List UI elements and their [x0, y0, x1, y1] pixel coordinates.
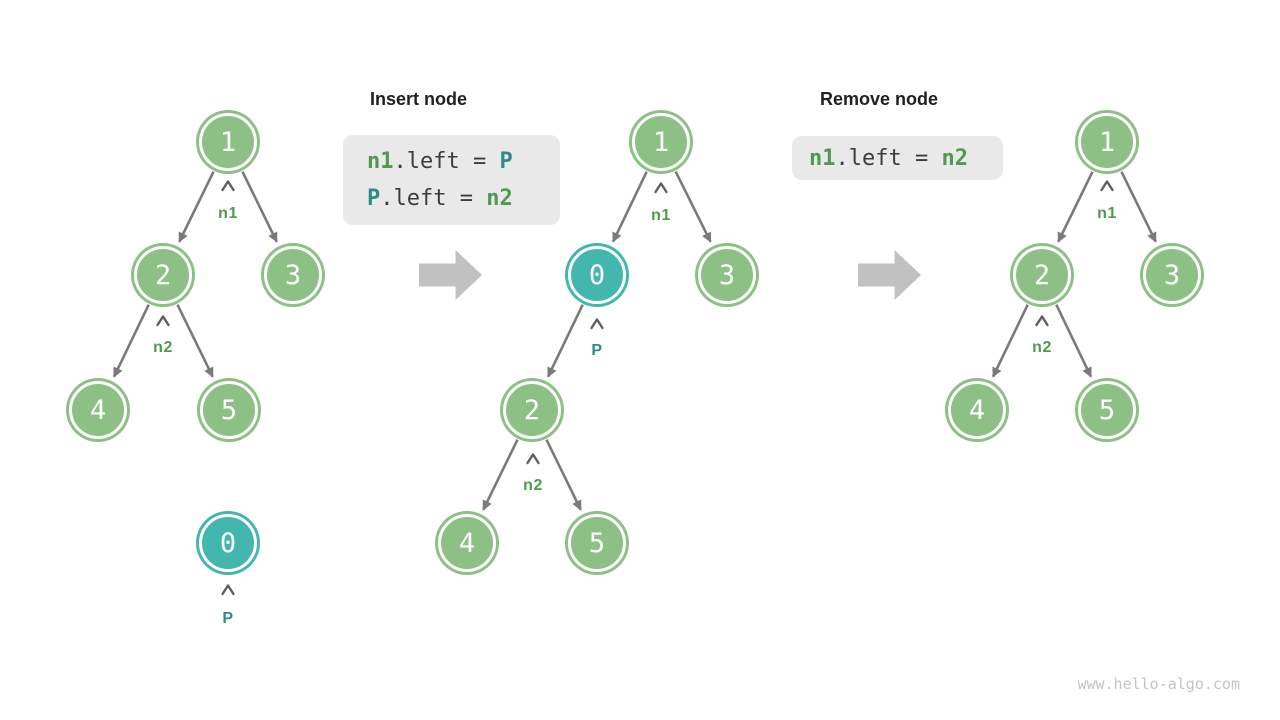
pointer-label-n2: n2 [153, 339, 173, 356]
pointer-label-n1: n1 [218, 205, 238, 222]
pointer-label-n2: n2 [1032, 339, 1052, 356]
node-value: 0 [219, 527, 237, 559]
caret-up-icon-n2 [526, 453, 540, 465]
block-arrow-right-icon-2 [858, 250, 921, 300]
node-value: 4 [89, 394, 107, 426]
node-value: 1 [1098, 126, 1116, 158]
code-token: n2 [486, 186, 513, 211]
tree-before-insert-node-2: 2 [134, 246, 192, 304]
caret-up-icon-P [221, 584, 235, 596]
node-value: 0 [588, 259, 606, 291]
node-value: 4 [458, 527, 476, 559]
edge-arrow-1-3 [1120, 171, 1157, 243]
tree-after-remove-node-1: 1 [1078, 113, 1136, 171]
caret-up-icon-n1 [221, 180, 235, 192]
tree-before-insert-node-3: 3 [264, 246, 322, 304]
tree-after-insert-node-2: 2 [503, 381, 561, 439]
code-token: .left = [380, 186, 487, 211]
edge-arrow-2-4 [482, 439, 519, 511]
pointer-label-P: P [222, 610, 234, 627]
caret-up-icon-P [590, 318, 604, 330]
node-value: 4 [968, 394, 986, 426]
tree-after-remove-node-3: 3 [1143, 246, 1201, 304]
node-value: 3 [718, 259, 736, 291]
tree-after-insert-node-4: 4 [438, 514, 496, 572]
tree-after-remove-node-5: 5 [1078, 381, 1136, 439]
tree-after-insert-node-1: 1 [632, 113, 690, 171]
node-value: 3 [284, 259, 302, 291]
code-token: .left = [835, 145, 942, 171]
edge-arrow-2-4 [991, 304, 1029, 378]
edge-arrow-1-2 [178, 171, 215, 243]
node-value: 2 [1033, 259, 1051, 291]
node-value: 1 [652, 126, 670, 158]
code-token: n2 [941, 145, 968, 171]
tree-after-remove-node-2: 2 [1013, 246, 1071, 304]
pointer-label-n1: n1 [651, 207, 671, 224]
code-token: n1 [367, 149, 394, 174]
edge-arrow-1-2 [1057, 171, 1094, 243]
edge-arrow-1-3 [674, 170, 712, 243]
code-token: P [499, 149, 513, 174]
tree-after-insert-node-5: 5 [568, 514, 626, 572]
pointer-label-n2: n2 [523, 477, 543, 494]
caret-up-icon-n1 [654, 182, 668, 194]
caret-up-icon-n2 [156, 315, 170, 327]
edge-arrow-1-0 [611, 171, 648, 243]
node-value: 2 [523, 394, 541, 426]
edge-arrow-2-4 [112, 304, 150, 378]
remove-node-title: Remove node [820, 89, 939, 109]
tree-after-insert-node-0: 0 [568, 246, 626, 304]
node-value: 5 [220, 394, 238, 426]
node-value: 5 [588, 527, 606, 559]
tree-before-insert-node-5: 5 [200, 381, 258, 439]
tree-before-insert-node-1: 1 [199, 113, 257, 171]
code-line-1: n1.left = n2 [809, 140, 1003, 177]
remove-code-box: n1.left = n2 [792, 136, 1003, 180]
tree-before-insert-node-0: 0 [199, 514, 257, 572]
code-line-2: P.left = n2 [367, 180, 560, 217]
edge-arrow-1-3 [241, 171, 278, 243]
code-token: .left = [393, 149, 500, 174]
node-value: 2 [154, 259, 172, 291]
edge-arrow-0-2 [546, 304, 584, 378]
node-value: 1 [219, 126, 237, 158]
tree-before-insert-node-4: 4 [69, 381, 127, 439]
code-line-1: n1.left = P [367, 143, 560, 180]
caret-up-icon-n1 [1100, 180, 1114, 192]
code-token: n1 [809, 145, 836, 171]
edge-arrow-2-5 [176, 304, 214, 378]
pointer-label-P: P [591, 342, 603, 359]
edge-arrow-2-5 [1055, 304, 1093, 378]
node-value: 3 [1163, 259, 1181, 291]
code-token: P [367, 186, 381, 211]
watermark: www.hello-algo.com [1077, 675, 1240, 693]
caret-up-icon-n2 [1035, 315, 1049, 327]
node-value: 5 [1098, 394, 1116, 426]
insert-node-title: Insert node [370, 89, 468, 109]
edge-arrow-2-5 [545, 439, 582, 511]
pointer-label-n1: n1 [1097, 205, 1117, 222]
tree-after-insert-node-3: 3 [698, 246, 756, 304]
tree-after-remove-node-4: 4 [948, 381, 1006, 439]
block-arrow-right-icon-1 [419, 250, 482, 300]
